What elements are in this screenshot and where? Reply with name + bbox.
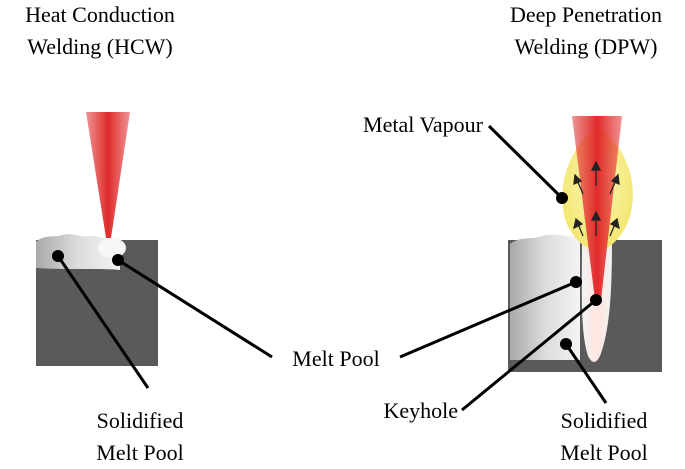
dpw-laser-beam [572, 116, 622, 300]
keyhole-leader [461, 298, 597, 412]
melt-pool-label: Melt Pool [292, 346, 379, 371]
hcw-laser-beam [86, 112, 130, 238]
dpw-title-line2: Welding (DPW) [514, 34, 657, 59]
keyhole-label: Keyhole [383, 398, 458, 423]
hcw-melt-pool-leader [117, 258, 273, 359]
metal-vapour-leader [487, 124, 564, 200]
vapour-arrows [573, 160, 620, 237]
hcw-solidified-line1: Solidified [97, 408, 184, 433]
hcw-melt-pool [98, 238, 126, 258]
dpw-solidified-leader [564, 343, 608, 404]
metal-vapour-label: Metal Vapour [363, 112, 484, 137]
hcw-title-line1: Heat Conduction [25, 2, 175, 27]
hcw-panel [36, 112, 158, 366]
labels: Heat Conduction Welding (HCW) Deep Penet… [25, 2, 662, 465]
dpw-melt-pool-leader [399, 280, 577, 359]
dpw-solidified-line2: Melt Pool [560, 440, 647, 465]
hcw-solidified-line2: Melt Pool [96, 440, 183, 465]
leader-lines [52, 124, 608, 412]
dpw-panel [508, 116, 662, 372]
dpw-title-line1: Deep Penetration [510, 2, 662, 27]
hcw-title-line2: Welding (HCW) [27, 34, 172, 59]
hcw-solidified-leader [56, 255, 150, 389]
dpw-solidified-line1: Solidified [561, 408, 648, 433]
